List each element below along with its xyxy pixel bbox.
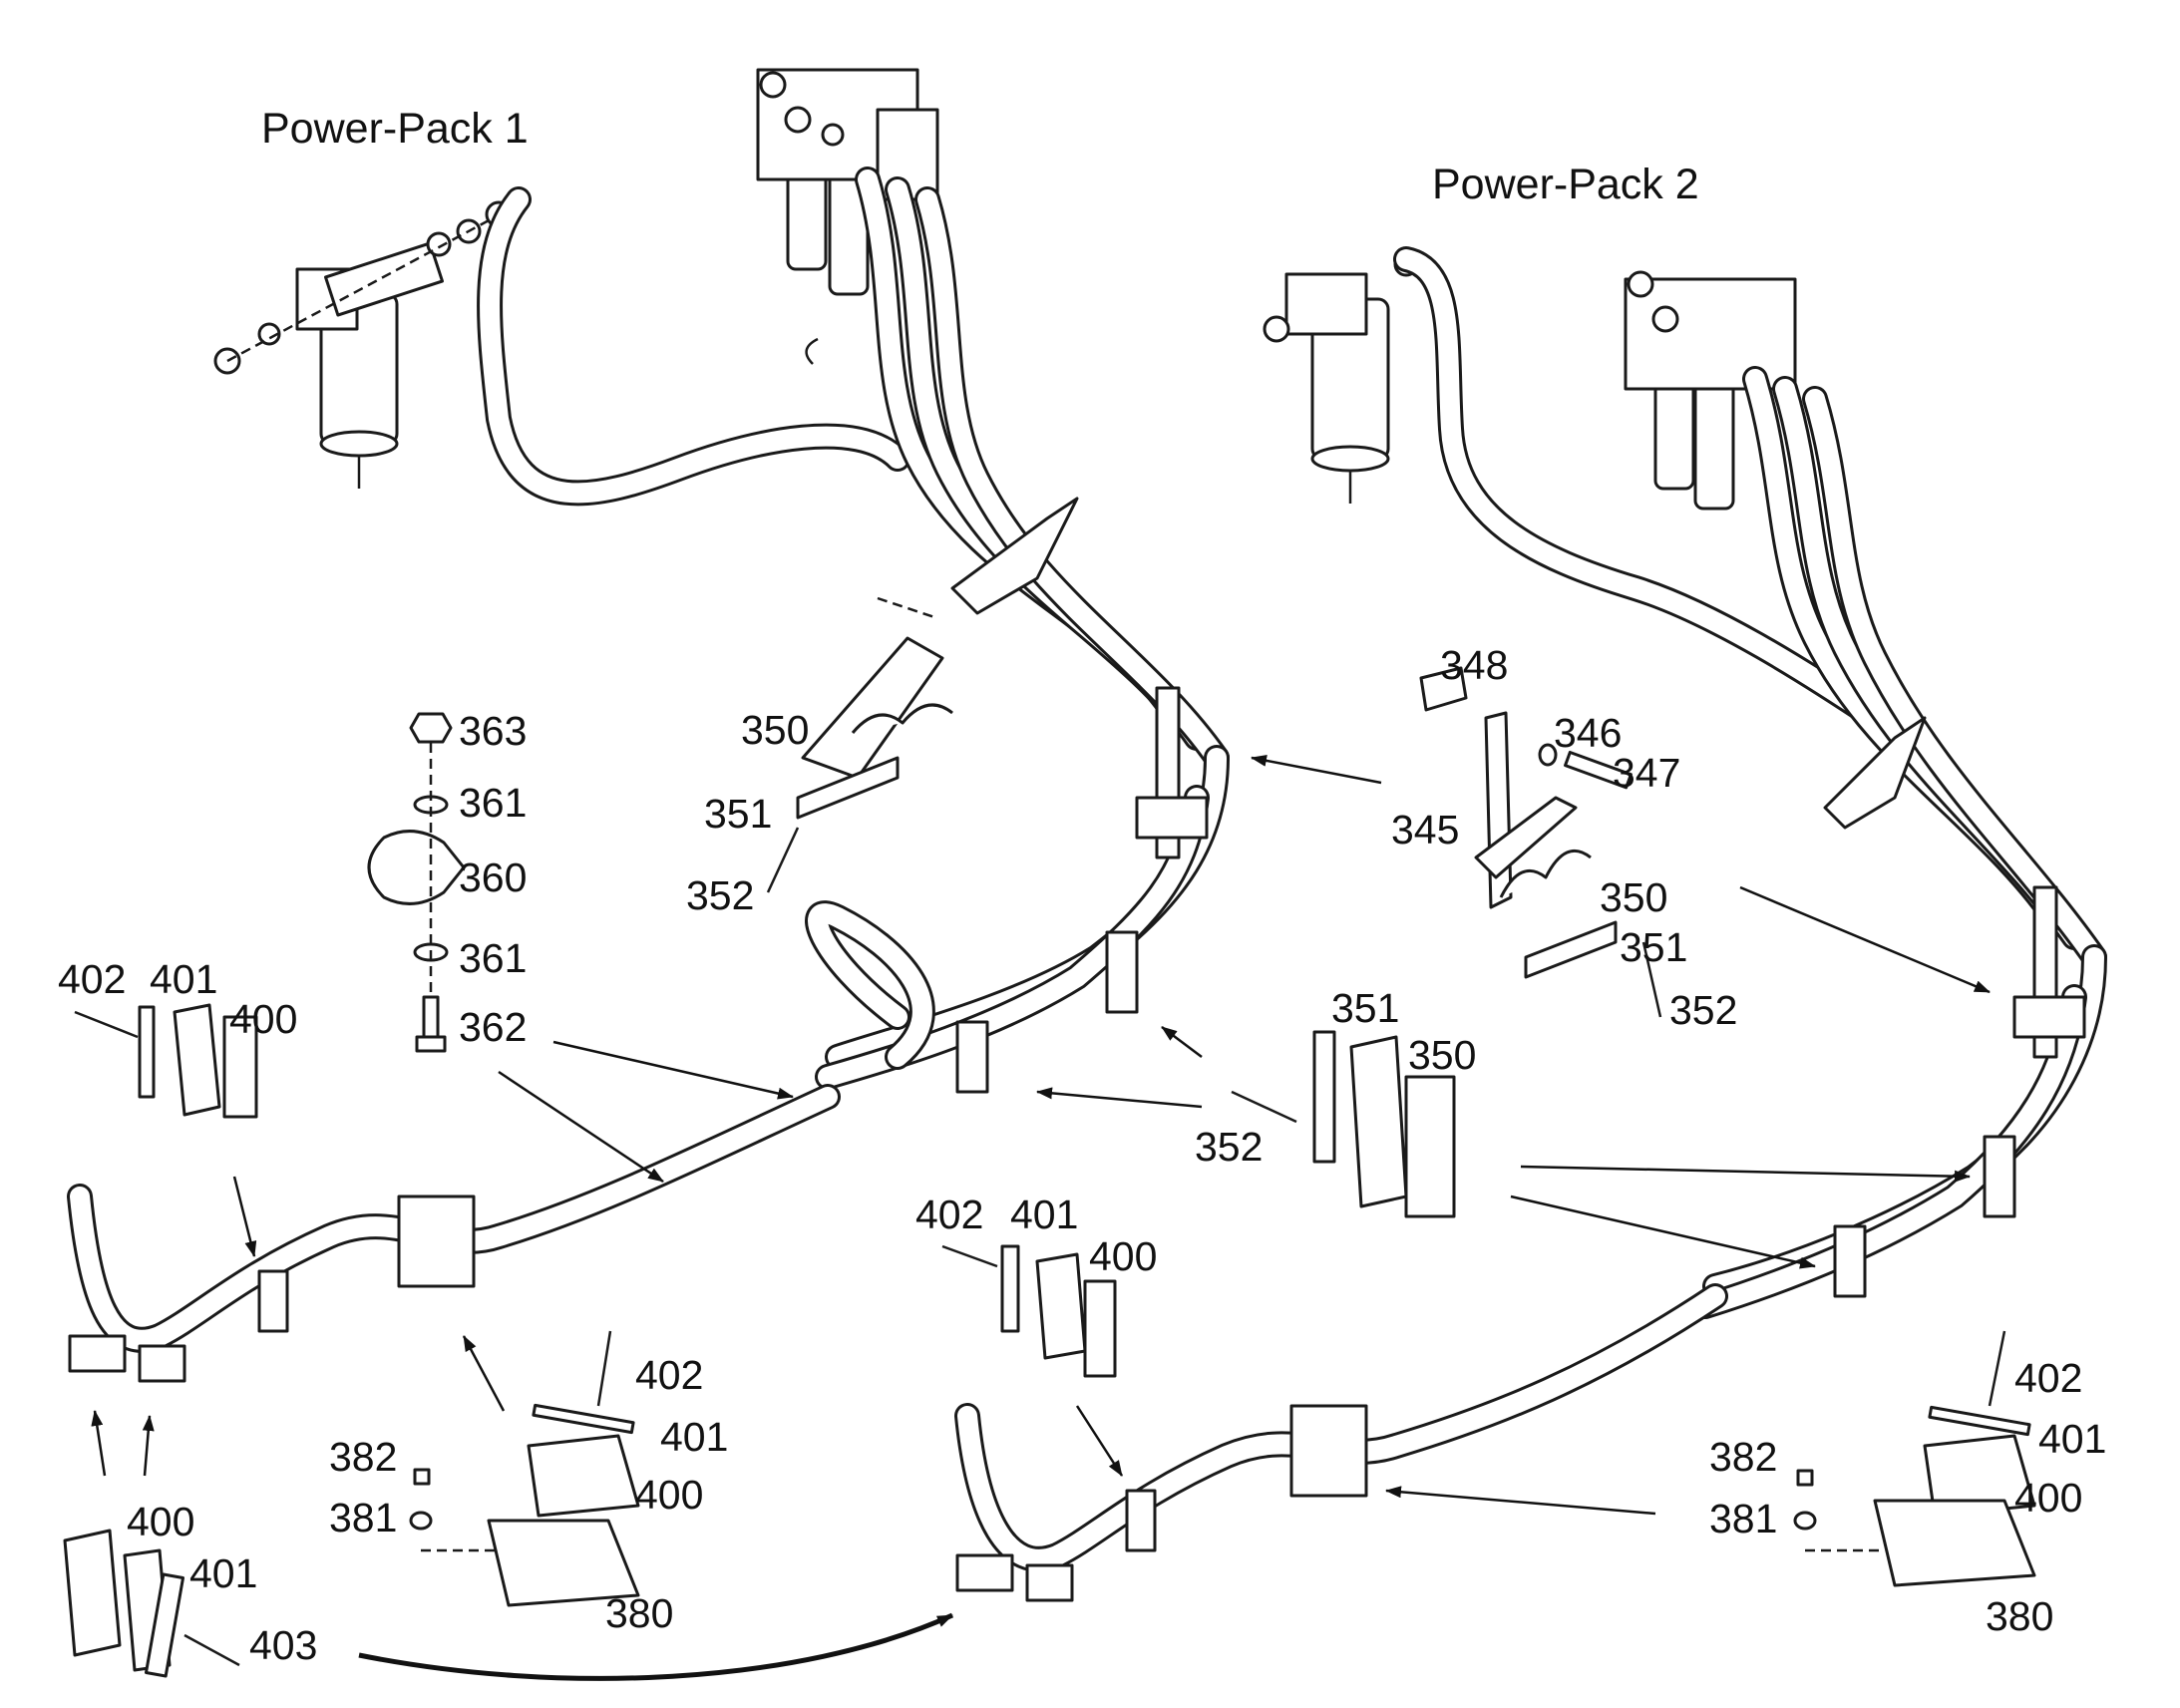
callout-350-pp2-mid: 350 [1408, 1032, 1477, 1078]
pp2-bracket-345-assembly [1419, 666, 1662, 1018]
callout-401-pp1-bottom: 401 [660, 1414, 729, 1460]
callout-351-pp2-mid: 351 [1331, 985, 1400, 1031]
callout-400-pp2-bottom: 400 [2014, 1475, 2083, 1521]
callout-352-pp2-mid: 352 [1195, 1124, 1264, 1170]
callout-351-pp2-upper: 351 [1620, 924, 1688, 970]
pp2-clamp-350-mid [1231, 1030, 1456, 1218]
callout-402-pp2-top: 402 [915, 1192, 984, 1237]
callout-381-pp1: 381 [329, 1495, 398, 1540]
pp2-clamp-400-set [941, 1244, 1117, 1378]
callout-352-pp1: 352 [686, 872, 755, 918]
callout-401-pp2-bottom: 401 [2038, 1416, 2107, 1462]
leader-arrows [91, 754, 1991, 1681]
callout-400-pp1-top: 400 [229, 996, 298, 1042]
callout-380-pp1: 380 [605, 1590, 674, 1636]
callout-400-pp1-lower: 400 [127, 1499, 195, 1544]
pp1-clamp-400-set-top [74, 1003, 258, 1119]
callout-402-pp1-top: 402 [58, 956, 127, 1002]
callout-350-pp2-upper: 350 [1600, 874, 1668, 920]
callout-400-pp2-top: 400 [1089, 1233, 1158, 1279]
callout-402-pp2-bottom: 402 [2014, 1355, 2083, 1401]
callout-401-pp1-top: 401 [150, 956, 218, 1002]
callout-345: 345 [1391, 807, 1460, 853]
callout-348: 348 [1440, 642, 1509, 688]
callout-401-pp2-top: 401 [1010, 1192, 1079, 1237]
callout-382-pp1: 382 [329, 1434, 398, 1480]
callout-363: 363 [459, 708, 528, 754]
callout-362: 362 [459, 1004, 528, 1050]
pp1-clamp-360-stack [367, 712, 466, 1053]
callout-401-pp1-lower: 401 [189, 1550, 258, 1596]
callout-360: 360 [459, 854, 528, 900]
title-power-pack-2: Power-Pack 2 [1432, 161, 1699, 208]
callout-400-pp1-bottom: 400 [635, 1472, 704, 1518]
pp1-clamp-400-set-bottom [63, 1529, 240, 1678]
callout-351-pp1: 351 [704, 791, 773, 837]
callout-381-pp2: 381 [1709, 1496, 1778, 1541]
title-power-pack-1: Power-Pack 1 [261, 105, 529, 153]
pp2-mounted-brackets [955, 716, 2086, 1602]
callout-347: 347 [1613, 750, 1681, 796]
callout-403: 403 [249, 1622, 318, 1668]
pp1-filter-assembly [213, 200, 520, 489]
pp2-filter-assembly [1263, 251, 1419, 504]
pp1-clamp-380-set [409, 1330, 640, 1607]
callout-361-upper: 361 [459, 780, 528, 826]
callout-380-pp2: 380 [1986, 1593, 2054, 1639]
pp2-clamp-380-set [1793, 1330, 2036, 1587]
callout-350-pp1: 350 [741, 707, 810, 753]
callout-382-pp2: 382 [1709, 1434, 1778, 1480]
callout-346: 346 [1554, 710, 1623, 756]
pp2-valve-block [1624, 270, 1797, 511]
callout-402-pp1-bottom: 402 [635, 1352, 704, 1398]
pp1-hoses [67, 167, 1230, 1353]
callout-361-lower: 361 [459, 935, 528, 981]
pp1-clamp-350-assembly [766, 596, 953, 893]
pp1-mounted-brackets [68, 497, 1209, 1383]
callout-352-pp2-upper: 352 [1669, 987, 1738, 1033]
